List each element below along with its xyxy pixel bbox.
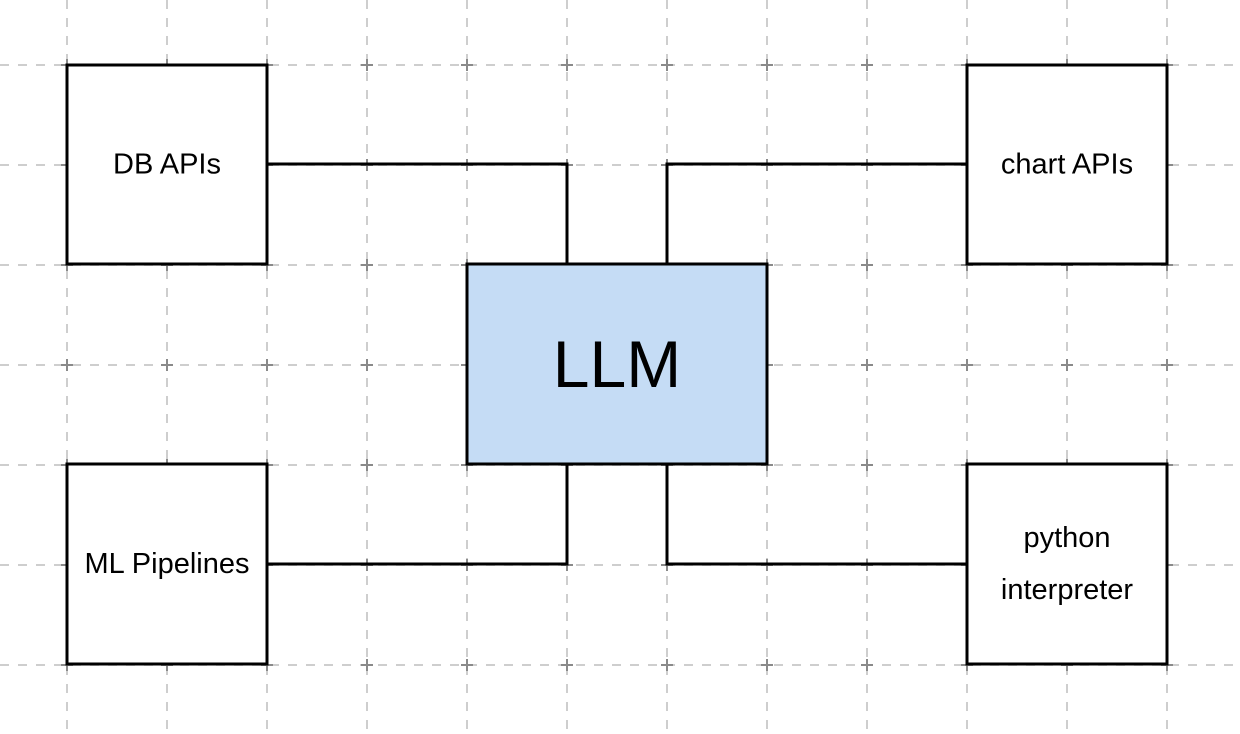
node-label-python-interpreter-line-2: interpreter — [1001, 574, 1134, 606]
grid-intersection-marker — [861, 659, 873, 671]
grid-intersection-marker — [361, 359, 373, 371]
grid-intersection-marker — [561, 59, 573, 71]
node-box-chart-apis — [965, 63, 1169, 266]
grid-intersection-marker — [361, 459, 373, 471]
grid-intersection-marker — [461, 59, 473, 71]
grid-intersection-marker — [861, 359, 873, 371]
connector-lines — [267, 162, 967, 566]
node-db-apis[interactable]: DB APIs — [65, 63, 269, 266]
node-box-python-interpreter — [965, 462, 1169, 666]
connector-chart-apis-to-llm — [665, 162, 967, 264]
node-python-interpreter[interactable]: python interpreter — [965, 462, 1169, 666]
grid-intersection-marker — [261, 359, 273, 371]
node-ml-pipelines[interactable]: ML Pipelines — [65, 462, 269, 666]
grid-intersection-marker — [361, 59, 373, 71]
node-label-python-interpreter-line-1: python — [1023, 522, 1110, 554]
node-box-ml-pipelines — [65, 462, 269, 666]
node-chart-apis[interactable]: chart APIs — [965, 63, 1169, 266]
connector-db-apis-to-llm — [267, 162, 569, 264]
node-label-ml-pipelines: ML Pipelines — [85, 548, 250, 580]
grid-intersection-marker — [761, 659, 773, 671]
grid-intersection-marker — [861, 59, 873, 71]
grid-intersection-marker — [861, 459, 873, 471]
grid-intersection-marker — [761, 59, 773, 71]
grid-intersection-marker — [1061, 359, 1073, 371]
diagram-nodes: DB APIs chart APIs ML Pipelines python inter… — [65, 63, 1169, 666]
node-box-db-apis — [65, 63, 269, 266]
grid-intersection-marker — [361, 659, 373, 671]
grid-intersection-marker — [61, 359, 73, 371]
node-llm[interactable]: LLM — [465, 262, 769, 466]
node-box-llm — [465, 262, 769, 466]
grid-intersection-marker — [461, 659, 473, 671]
connector-ml-pipelines-to-llm — [267, 464, 569, 566]
grid-intersection-marker — [661, 659, 673, 671]
connector-python-interpreter-to-llm — [665, 464, 967, 566]
node-label-chart-apis: chart APIs — [1001, 149, 1133, 181]
grid-intersection-marker — [361, 259, 373, 271]
grid-intersection-marker — [561, 659, 573, 671]
node-label-db-apis: DB APIs — [113, 149, 221, 181]
grid-intersection-marker — [961, 359, 973, 371]
node-label-llm: LLM — [553, 327, 681, 401]
grid-intersection-marker — [161, 359, 173, 371]
grid-intersection-marker — [861, 259, 873, 271]
grid-intersection-marker — [661, 59, 673, 71]
grid-intersection-marker — [1161, 359, 1173, 371]
